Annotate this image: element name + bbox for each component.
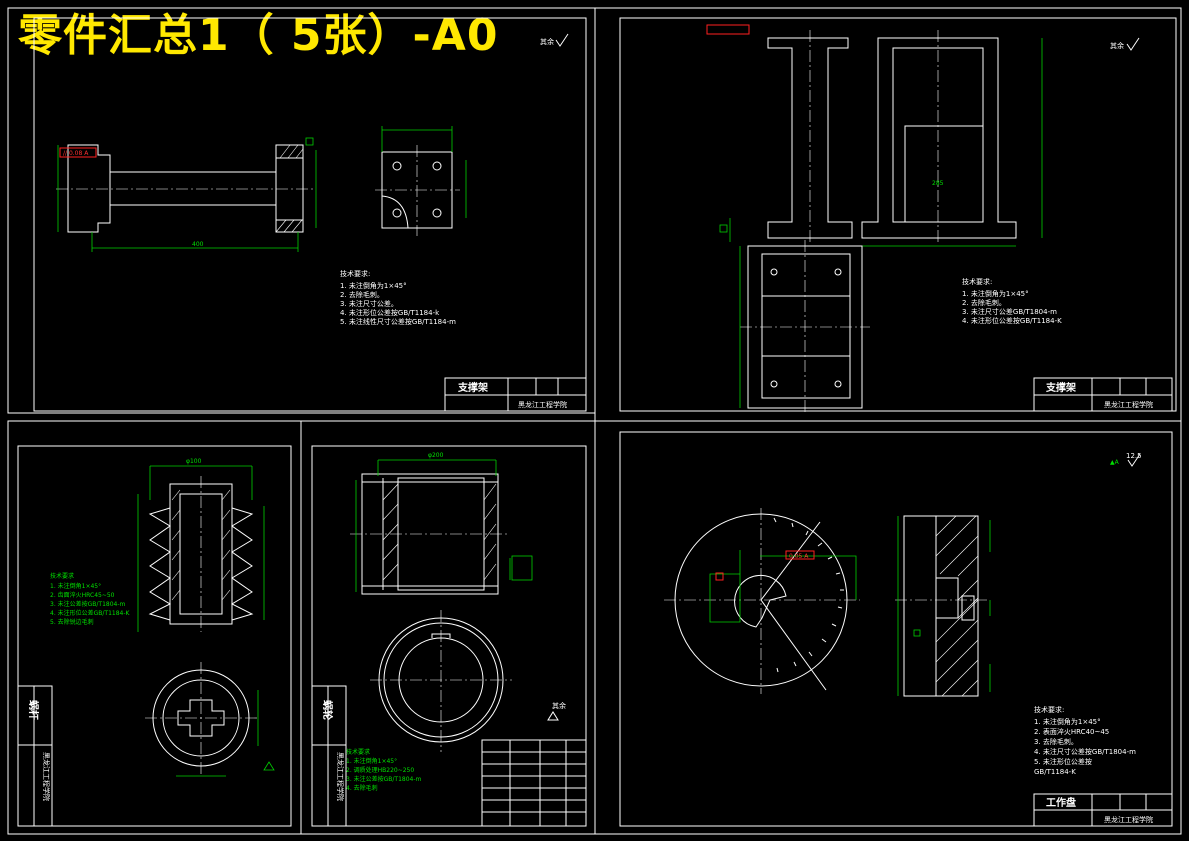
svg-text:3. 未注尺寸公差GB/T1804-m: 3. 未注尺寸公差GB/T1804-m: [962, 307, 1057, 316]
sheet-4-part-name: 蜗轮: [321, 700, 334, 720]
outer-frames: [7, 7, 1182, 835]
sheet-4-title-block: 蜗轮 黑龙江工程学院: [311, 685, 347, 827]
sheet-2-part-name: 支撑架: [1045, 381, 1076, 394]
sheet-4-param-table: [481, 739, 587, 827]
svg-text:φ200: φ200: [428, 452, 444, 459]
svg-text:φ100: φ100: [186, 458, 202, 465]
svg-text:5. 未注线性尺寸公差按GB/T1184-m: 5. 未注线性尺寸公差按GB/T1184-m: [340, 317, 456, 326]
sheet-2-tech-title: 技术要求:: [962, 277, 992, 286]
sheet-2-roughness-note: 其余: [1110, 41, 1124, 50]
sheet-1-roughness-note: 其余: [540, 37, 554, 46]
sheet-5-school: 黑龙江工程学院: [1104, 815, 1153, 824]
svg-text:4. 去除毛刺: 4. 去除毛刺: [346, 784, 378, 792]
sheet-5-roughness-value: 12.5: [1126, 452, 1142, 460]
svg-text:1. 未注倒角为1×45°: 1. 未注倒角为1×45°: [962, 289, 1029, 298]
sheet-2-drawing: 其余 285 技术要求: 1. 未注倒角为1×45° 2. 去除毛刺。 3. 未…: [619, 17, 1177, 414]
sheet-4-tech-title: 技术要求: [346, 748, 370, 756]
svg-text:GB/T1184-K: GB/T1184-K: [1034, 768, 1076, 776]
sheet-3-drawing: φ100 技术要求 1. 未注倒角1×45° 2. 齿面淬火HRC45~50 3…: [17, 445, 292, 827]
svg-text:3. 未注公差按GB/T1804-m: 3. 未注公差按GB/T1804-m: [50, 600, 126, 608]
sheet-2-title-block: 支撑架 黑龙江工程学院: [1033, 377, 1173, 412]
sheet-3-title-block: 蜗杆 黑龙江工程学院: [17, 685, 53, 827]
svg-text:400: 400: [192, 241, 204, 248]
svg-text:1. 未注倒角1×45°: 1. 未注倒角1×45°: [346, 757, 397, 765]
sheet-3-part-name: 蜗杆: [27, 700, 40, 720]
svg-text:2. 调质处理HB220~250: 2. 调质处理HB220~250: [346, 766, 414, 774]
sheet-1-title-block: 支撑架 黑龙江工程学院: [444, 377, 587, 412]
sheet-5-drawing: ▲A 12.5 0.05 A: [619, 431, 1173, 827]
svg-text:2. 去除毛刺。: 2. 去除毛刺。: [962, 298, 1006, 307]
svg-text:0.05 A: 0.05 A: [789, 553, 809, 560]
svg-text:▲A: ▲A: [1110, 459, 1120, 466]
svg-text:5. 未注形位公差按: 5. 未注形位公差按: [1034, 757, 1092, 766]
sheet-3-school: 黑龙江工程学院: [42, 752, 51, 801]
sheet-3-tech-title: 技术要求: [50, 572, 74, 580]
sheet-2-school: 黑龙江工程学院: [1104, 400, 1153, 409]
sheet-4-school: 黑龙江工程学院: [336, 752, 345, 801]
svg-text:4. 未注形位公差按GB/T1184-K: 4. 未注形位公差按GB/T1184-K: [962, 316, 1062, 325]
svg-text:2. 去除毛刺。: 2. 去除毛刺。: [340, 290, 384, 299]
svg-text:4. 未注形位公差按GB/T1184-k: 4. 未注形位公差按GB/T1184-k: [340, 308, 440, 317]
svg-text:// 0.08 A: // 0.08 A: [63, 150, 89, 157]
sheet-5-part-name: 工作盘: [1046, 796, 1076, 809]
svg-text:1. 未注倒角为1×45°: 1. 未注倒角为1×45°: [340, 281, 407, 290]
svg-text:3. 未注尺寸公差。: 3. 未注尺寸公差。: [340, 299, 398, 308]
svg-text:2. 表面淬火HRC40~45: 2. 表面淬火HRC40~45: [1034, 727, 1109, 736]
sheet-4-roughness-note: 其余: [552, 701, 566, 710]
svg-text:5. 去除锐边毛刺: 5. 去除锐边毛刺: [50, 618, 94, 626]
svg-text:285: 285: [932, 180, 944, 187]
svg-text:4. 未注形位公差GB/T1184-K: 4. 未注形位公差GB/T1184-K: [50, 609, 131, 617]
svg-text:2. 齿面淬火HRC45~50: 2. 齿面淬火HRC45~50: [50, 591, 115, 599]
sheet-1-part-name: 支撑架: [457, 381, 488, 394]
sheet-1-school: 黑龙江工程学院: [518, 400, 567, 409]
sheet-1-tech-title: 技术要求:: [340, 269, 370, 278]
sheet-5-title-block: 工作盘 黑龙江工程学院: [1033, 793, 1173, 827]
svg-text:1. 未注倒角1×45°: 1. 未注倒角1×45°: [50, 582, 101, 590]
sheet-4-drawing: φ200 技术要求 1. 未注倒角1×45° 2. 调质处理HB220~250 …: [311, 445, 587, 827]
sheet-1-drawing: 其余 400 // 0.08 A 技术要求: 1. 未注倒角为1×45° 2. …: [33, 17, 587, 412]
sheet-5-tech-title: 技术要求:: [1034, 705, 1064, 714]
svg-text:3. 未注公差按GB/T1804-m: 3. 未注公差按GB/T1804-m: [346, 775, 422, 783]
svg-text:4. 未注尺寸公差按GB/T1804-m: 4. 未注尺寸公差按GB/T1804-m: [1034, 747, 1136, 756]
svg-text:1. 未注倒角为1×45°: 1. 未注倒角为1×45°: [1034, 717, 1101, 726]
drawing-set-title: 零件汇总1（ 5张）-A0: [18, 10, 499, 61]
svg-text:3. 去除毛刺。: 3. 去除毛刺。: [1034, 737, 1078, 746]
